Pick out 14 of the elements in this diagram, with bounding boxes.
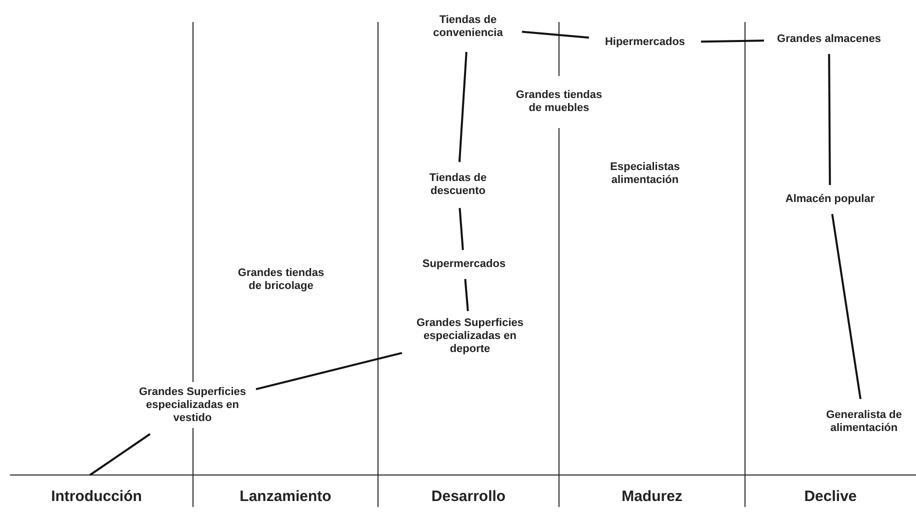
life-cycle-curve [89,433,151,476]
life-cycle-curve [256,352,402,390]
life-cycle-curve [458,52,468,162]
life-cycle-curve [828,54,831,185]
phase-label: Introducción [50,488,143,505]
phase-label: Declive [803,488,858,505]
phase-label: Desarrollo [430,488,507,505]
life-cycle-curve [458,208,464,250]
phase-label: Lanzamiento [238,488,332,505]
life-cycle-curve [464,278,469,312]
phase-label: Madurez [620,488,684,505]
life-cycle-curve [700,40,764,43]
life-cycle-curve [831,214,862,400]
life-cycle-curve [522,30,590,39]
